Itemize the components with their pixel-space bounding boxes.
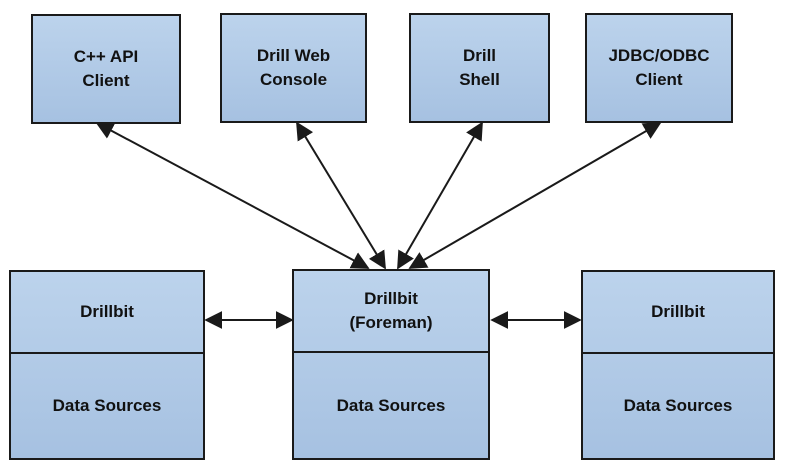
client-label: C++ API Client [73, 47, 139, 90]
client-drill-shell: Drill Shell [409, 13, 550, 123]
drillbit-node-right: Drillbit Data Sources [581, 270, 775, 460]
drillbit-node-foreman: Drillbit (Foreman) Data Sources [292, 269, 490, 460]
data-sources-label: Data Sources [336, 395, 446, 415]
data-sources-label: Data Sources [623, 396, 733, 416]
client-jdbc-odbc: JDBC/ODBC Client [585, 13, 733, 123]
arrow-foreman-drill-shell [397, 121, 483, 270]
arrow-foreman-jdbc-client [408, 122, 662, 269]
data-sources-label: Data Sources [52, 396, 162, 416]
client-label: JDBC/ODBC Client [608, 46, 710, 89]
arrow-foreman-web-console [296, 121, 386, 270]
drillbit-label: Drillbit [583, 272, 773, 354]
client-label: Drill Web Console [256, 46, 331, 89]
drillbit-label: Drillbit [11, 272, 203, 354]
client-label: Drill Shell [459, 46, 500, 89]
drillbit-label: Drillbit (Foreman) [294, 271, 488, 353]
client-cpp-api: C++ API Client [31, 14, 181, 124]
client-drill-web-console: Drill Web Console [220, 13, 367, 123]
arrow-foreman-cpp-client [95, 122, 370, 269]
drillbit-node-left: Drillbit Data Sources [9, 270, 205, 460]
